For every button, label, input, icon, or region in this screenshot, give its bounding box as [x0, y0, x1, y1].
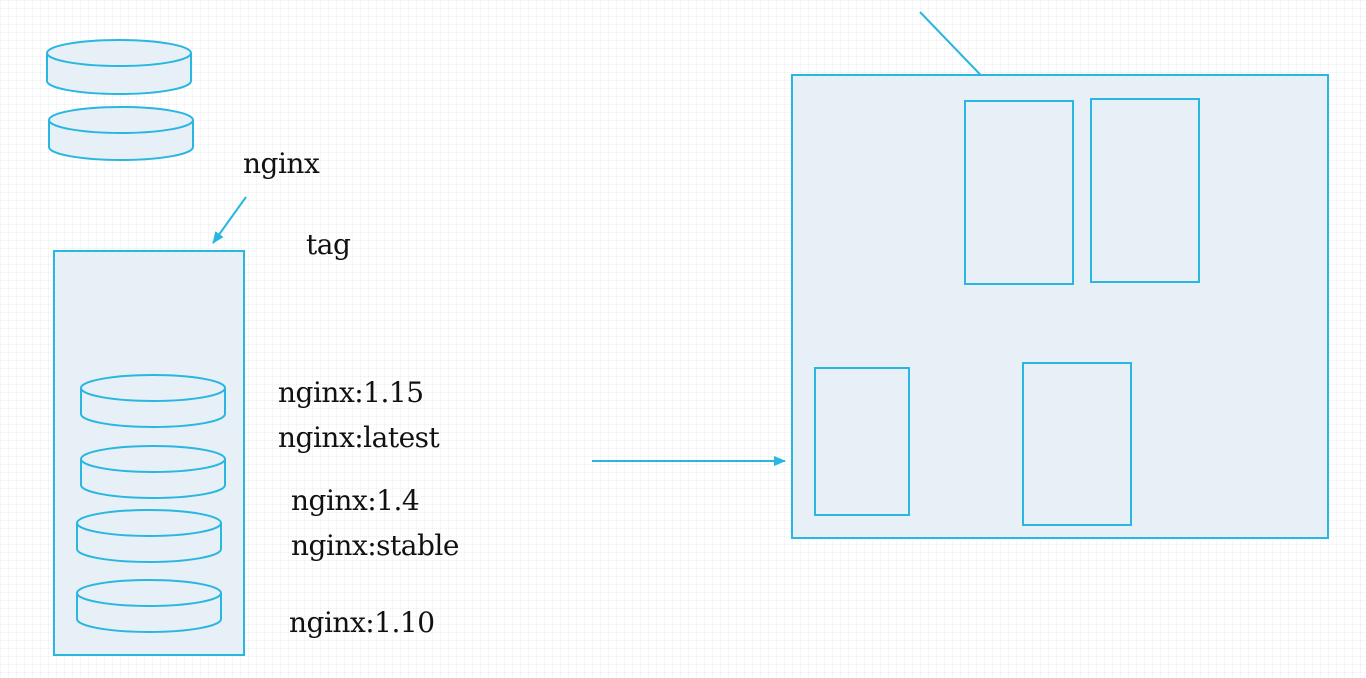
tag-label: nginx:stable [291, 529, 459, 562]
tag-image-disk [80, 445, 226, 499]
tag-label: nginx:1.15 [278, 376, 424, 409]
tag-image-disk [80, 374, 226, 428]
tag-label: nginx:latest [278, 421, 440, 454]
repo-pointer-arrow [212, 196, 247, 244]
container-box [814, 367, 910, 516]
tag-label: nginx:1.10 [289, 606, 435, 639]
tag-image-disk [76, 509, 222, 563]
tag-image-disk [76, 579, 222, 633]
tag-heading-label: tag [306, 228, 351, 261]
standalone-image-disk [46, 39, 192, 95]
repo-name-label: nginx [243, 147, 320, 180]
container-box [964, 100, 1074, 285]
tag-label: nginx:1.4 [291, 484, 420, 517]
container-box [1090, 98, 1200, 283]
container-box [1022, 362, 1132, 526]
standalone-image-disk [48, 106, 194, 161]
